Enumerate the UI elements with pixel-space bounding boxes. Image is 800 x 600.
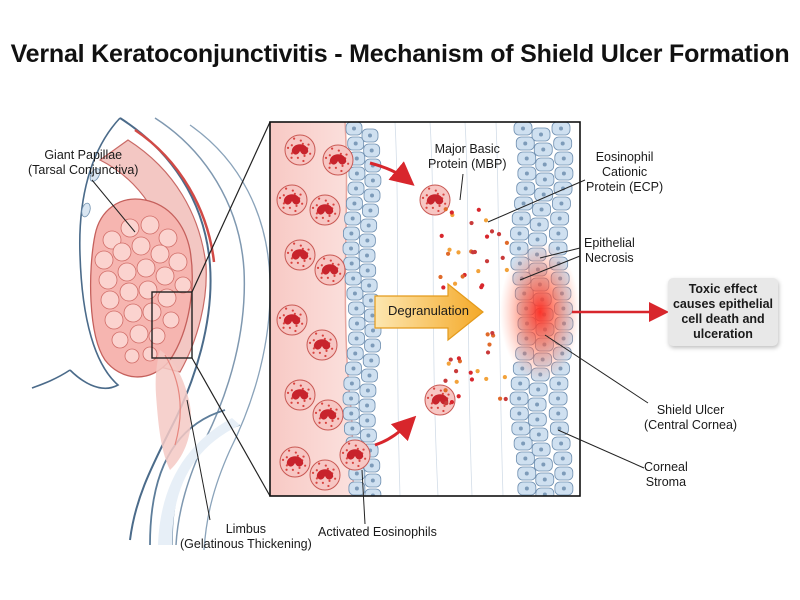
granule [500, 255, 505, 260]
degranulation-arrow[interactable] [374, 282, 484, 342]
granule [484, 376, 489, 382]
granule [453, 369, 459, 374]
granule [469, 377, 475, 382]
label-major-basic-protein: Major Basic Protein (MBP) [428, 142, 507, 171]
granule [502, 374, 507, 380]
epithelial-cell [364, 504, 380, 517]
eyelid-cross-section [31, 117, 271, 551]
granule [476, 268, 481, 274]
eosinophil [284, 134, 316, 166]
eosinophil [339, 439, 371, 471]
granule [468, 370, 473, 375]
label-corneal-stroma: Corneal Stroma [644, 460, 688, 489]
epithelial-cell [554, 497, 572, 510]
granule [504, 240, 509, 245]
zoom-panel [270, 122, 580, 517]
eyelid-outline [119, 117, 212, 541]
label-activated-eosinophils: Activated Eosinophils [318, 525, 437, 539]
eosinophil [309, 459, 341, 491]
granule [456, 250, 461, 255]
toxic-effect-callout: Toxic effect causes epithelial cell deat… [668, 278, 778, 346]
granule [444, 401, 449, 406]
granule [504, 267, 509, 273]
granule [454, 379, 459, 384]
eosinophil [306, 329, 338, 361]
granule [484, 234, 490, 239]
granule [443, 207, 448, 212]
zoom-focus-box [151, 291, 193, 359]
granule [476, 207, 481, 212]
granule [485, 350, 491, 355]
granule [448, 357, 453, 362]
granule [470, 250, 476, 255]
granule [475, 369, 480, 374]
label-epithelial-necrosis: Epithelial Necrosis [584, 236, 635, 265]
granule [445, 251, 451, 256]
granule [460, 274, 465, 279]
granule [441, 285, 446, 290]
granule [487, 342, 492, 347]
granule [456, 356, 462, 361]
epithelial-cell [517, 497, 535, 510]
eosinophil [322, 144, 354, 176]
eosinophil [424, 384, 456, 416]
granule [447, 247, 452, 252]
granule [496, 232, 502, 237]
granule [443, 388, 448, 393]
migration-arrow-top [369, 161, 415, 186]
eosinophil [276, 184, 308, 216]
granule [497, 396, 503, 401]
shield-ulcer [500, 242, 580, 382]
granule [449, 400, 455, 405]
diagram-title: Vernal Keratoconjunctivitis - Mechanism … [10, 40, 790, 68]
granule [503, 396, 508, 402]
limbus-thickening [155, 350, 192, 470]
granule [443, 378, 448, 383]
eosinophil [284, 239, 316, 271]
granule [452, 281, 458, 286]
granule [484, 259, 490, 264]
label-giant-papillae: Giant Papillae (Tarsal Conjunctiva) [28, 148, 139, 177]
eosinophil [284, 379, 316, 411]
granule [480, 283, 485, 288]
granule [449, 210, 454, 215]
label-shield-ulcer: Shield Ulcer (Central Cornea) [644, 403, 738, 432]
leader-lines [91, 173, 649, 525]
epithelial-cell [535, 503, 553, 516]
migration-arrow-bottom [374, 415, 417, 447]
eosinophil [276, 304, 308, 336]
granule [456, 394, 461, 399]
granule [439, 233, 444, 238]
eosinophil [279, 446, 311, 478]
eosinophil [419, 184, 451, 216]
granule [483, 218, 489, 223]
granule [438, 274, 443, 280]
eosinophil [312, 399, 344, 431]
granule [469, 220, 474, 226]
eosinophil [309, 194, 341, 226]
granule [490, 330, 495, 336]
epithelial-cell [535, 487, 555, 496]
granule [485, 332, 490, 337]
degranulation-label: Degranulation [388, 303, 469, 318]
epithelial-cell [348, 497, 364, 510]
granule [489, 229, 495, 234]
label-eosinophil-cationic-protein: Eosinophil Cationic Protein (ECP) [586, 150, 664, 194]
granule [446, 361, 451, 366]
label-limbus: Limbus (Gelatinous Thickening) [180, 522, 312, 551]
eosinophil [314, 254, 346, 286]
